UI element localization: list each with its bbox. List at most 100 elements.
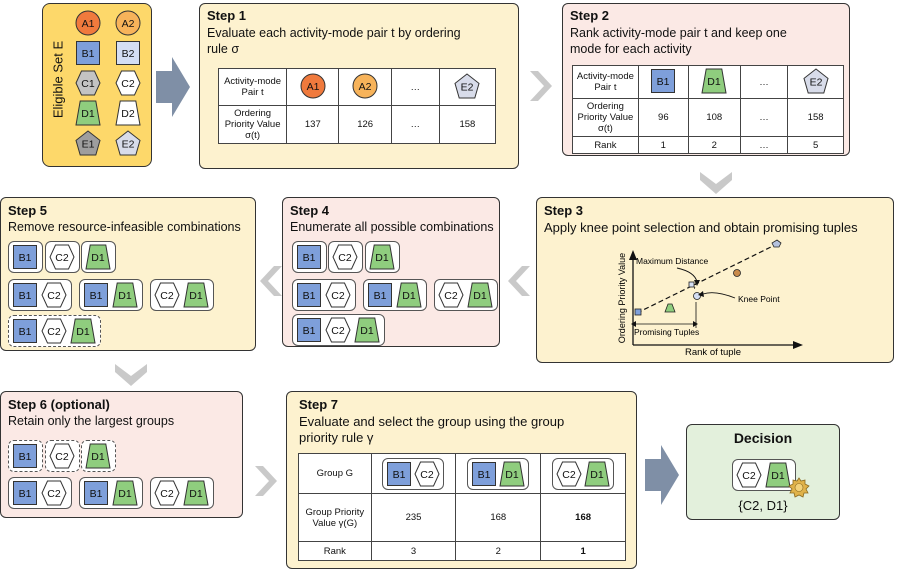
svg-text:D1: D1	[118, 290, 132, 302]
group-c2: C2	[45, 440, 80, 472]
step2-item-1: D1	[687, 65, 741, 99]
step1-value-1: 126	[338, 105, 392, 144]
x-axis-label: Rank of tuple	[685, 347, 741, 358]
svg-text:D1: D1	[76, 326, 90, 338]
arrow-step7-to-decision	[645, 445, 679, 505]
step3-panel: Step 3 Apply knee point selection and ob…	[536, 197, 894, 363]
svg-text:D1: D1	[590, 469, 604, 481]
step7-row3-label: Rank	[298, 541, 372, 561]
step1-value-3: 158	[438, 105, 497, 144]
point-rank6	[771, 239, 782, 248]
symbol-a2: A2	[115, 10, 141, 36]
group-b1-d1: B1 D1	[467, 457, 530, 490]
step7-panel: Step 7 Evaluate and select the group usi…	[286, 391, 637, 569]
group-c2-d1: C2 D1	[552, 457, 615, 490]
step1-description: Evaluate each activity-mode pair t by or…	[207, 26, 461, 56]
symbol-c2: C2	[438, 282, 464, 308]
group-c2: C2	[328, 241, 363, 273]
reference-dashed-line	[636, 243, 778, 314]
decision-result: {C2, D1}	[738, 498, 788, 513]
svg-text:C2: C2	[562, 469, 576, 481]
svg-text:C2: C2	[338, 252, 352, 264]
group-b1: B1	[292, 241, 327, 273]
group-b1: B1	[8, 440, 43, 472]
step1-item-1: A2	[338, 68, 392, 106]
step2-row3-label: Rank	[572, 136, 639, 154]
svg-text:B1: B1	[19, 290, 32, 302]
point-knee	[693, 292, 701, 300]
symbol-b1: B1	[296, 317, 322, 343]
symbol-c2: C2	[49, 443, 75, 469]
max-distance-arrow	[676, 267, 698, 283]
step7-row2-label: Group Priority Value γ(G)	[298, 493, 372, 542]
arrow-step1-to-step2	[530, 71, 552, 101]
symbol-c2: C2	[41, 318, 67, 344]
svg-text:C2: C2	[47, 326, 61, 338]
step5-panel: Step 5 Remove resource-infeasible combin…	[0, 197, 256, 351]
svg-text:D1: D1	[360, 325, 374, 337]
symbol-b1: B1	[12, 480, 38, 506]
step1-panel: Step 1 Evaluate each activity-mode pair …	[199, 3, 519, 169]
symbol-a1: A1	[75, 10, 101, 36]
symbol-d1: D1	[354, 317, 380, 343]
y-axis-label: Ordering Priority Value	[617, 253, 627, 343]
y-axis-arrowhead	[629, 250, 637, 260]
svg-text:C2: C2	[47, 290, 61, 302]
symbol-a2: A2	[352, 73, 378, 99]
svg-text:A2: A2	[122, 18, 135, 30]
group-d1: D1	[365, 241, 400, 273]
symbol-c2: C2	[49, 244, 75, 270]
symbol-d1: D1	[369, 244, 395, 270]
svg-text:A1: A1	[306, 81, 319, 93]
step3-knee-plot: Maximum Distance Knee Point Promising Tu…	[617, 239, 803, 358]
symbol-b1: B1	[471, 461, 497, 487]
step4-title: Step 4	[290, 203, 330, 218]
svg-text:C2: C2	[160, 290, 174, 302]
svg-text:B1: B1	[82, 48, 95, 60]
symbol-c1: C1	[75, 70, 101, 96]
step1-table: Activity-mode Pair t A1 A2 … E2 Ordering…	[217, 68, 497, 144]
step1-item-0: A1	[286, 68, 340, 106]
svg-text:C2: C2	[421, 469, 435, 481]
step5-description: Remove resource-infeasible combinations	[8, 220, 241, 234]
symbol-b1: B1	[12, 318, 38, 344]
svg-text:E2: E2	[809, 76, 822, 88]
symbol-e2: E2	[115, 130, 141, 156]
step1-value-2: …	[390, 105, 440, 144]
symbol-e1: E1	[75, 130, 101, 156]
svg-text:C2: C2	[331, 325, 345, 337]
symbol-b2: B2	[115, 40, 141, 66]
step7-value-1: 168	[455, 493, 542, 542]
svg-text:B1: B1	[90, 290, 103, 302]
symbol-c2: C2	[332, 244, 358, 270]
svg-text:B2: B2	[122, 48, 135, 60]
svg-text:D1: D1	[118, 488, 132, 500]
group-b1-c2-d1: B1 C2 D1	[8, 315, 101, 347]
symbol-d1: D1	[183, 480, 209, 506]
symbol-b1: B1	[296, 282, 322, 308]
svg-text:B1: B1	[303, 252, 316, 264]
svg-text:D1: D1	[506, 469, 520, 481]
step2-value-2: …	[739, 98, 789, 137]
symbol-b1: B1	[83, 480, 109, 506]
symbol-d2: D2	[115, 100, 141, 126]
svg-text:C2: C2	[55, 252, 69, 264]
step4-panel: Step 4 Enumerate all possible combinatio…	[282, 197, 500, 347]
knee-point-label: Knee Point	[738, 294, 780, 304]
x-axis-arrowhead	[793, 341, 803, 349]
step5-title: Step 5	[8, 203, 48, 218]
step1-row2-label: Ordering Priority Value σ(t)	[217, 105, 288, 144]
svg-text:B1: B1	[90, 488, 103, 500]
group-b1-d1: B1 D1	[79, 477, 143, 509]
group-d1: D1	[81, 440, 116, 472]
svg-text:D1: D1	[91, 451, 105, 463]
svg-text:E2: E2	[461, 81, 474, 93]
